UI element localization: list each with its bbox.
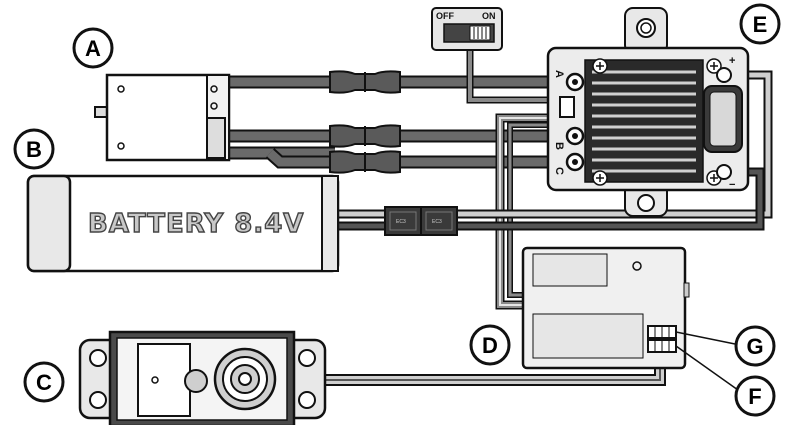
battery-leads [335,70,773,231]
motor [94,73,231,162]
callout-d-label: D [482,333,498,358]
callout-a: A [72,27,114,69]
esc-port-c-label: C [553,167,565,175]
esc-unit: A B C + − [546,7,750,217]
esc-port-b-label: B [553,142,565,150]
callout-f-label: F [748,384,761,409]
battery-label: BATTERY 8.4V [88,209,304,239]
callout-b: B [13,128,55,170]
callout-b-label: B [26,137,42,162]
callout-e-label: E [753,12,768,37]
callout-a-label: A [85,36,101,61]
ec3-connector: EC3 EC3 [384,206,458,236]
callout-g-label: G [746,334,763,359]
esc-plus-label: + [729,55,735,67]
leader-lines [675,331,739,391]
callout-e: E [739,3,781,45]
motor-wires [215,75,575,169]
bullet-connector-a [329,70,401,94]
switch-wire [466,50,560,104]
bullet-connector-c [329,150,401,174]
callout-c-label: C [36,370,52,395]
bullet-connector-b [329,124,401,148]
ec3-label-left: EC3 [396,219,406,225]
power-switch: OFF ON [431,7,503,51]
callout-c: C [23,361,65,403]
switch-off-label: OFF [436,11,454,21]
esc-port-a-label: A [553,70,565,78]
battery-pack: BATTERY 8.4V [26,174,340,273]
callout-g: G [734,325,776,367]
switch-on-label: ON [482,11,496,21]
esc-motor-ports [565,72,585,172]
callout-f: F [734,375,776,417]
ec3-label-right: EC3 [432,219,442,225]
servo [78,330,327,425]
callout-d: D [469,324,511,366]
esc-minus-label: − [729,179,735,191]
receiver [521,246,690,370]
